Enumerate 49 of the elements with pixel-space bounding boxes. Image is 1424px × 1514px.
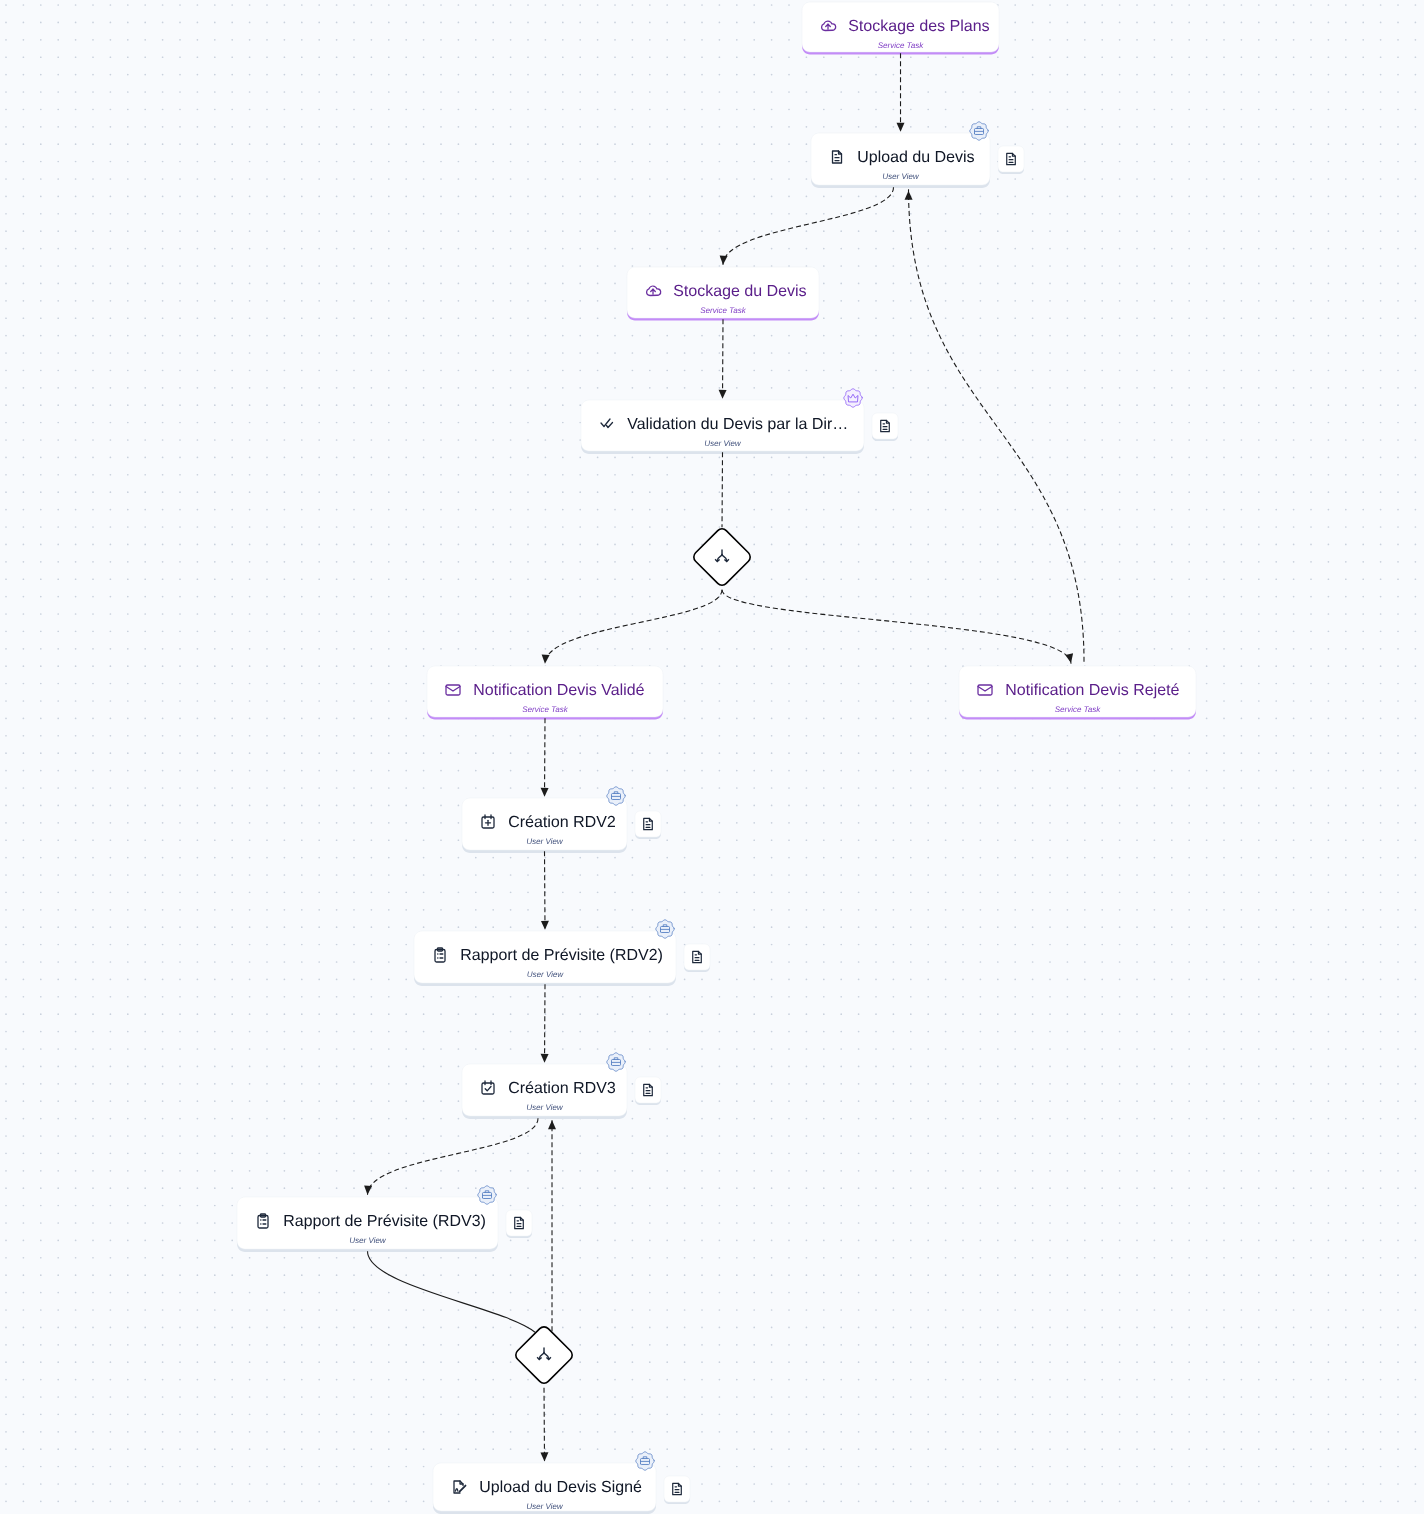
arrow <box>896 52 905 132</box>
task-type-label: Service Task <box>878 42 924 49</box>
task-box <box>810 132 991 188</box>
task-title: Upload du Devis Signé <box>480 1480 642 1496</box>
task-title: Rapport de Prévisite (RDV2) <box>461 948 662 964</box>
task-title: Upload du Devis <box>858 150 974 166</box>
task-box <box>958 665 1197 720</box>
task-title: Validation du Devis par la Dir… <box>627 417 847 433</box>
task-type-label: User View <box>526 838 564 845</box>
arrow <box>718 318 727 399</box>
task-box <box>413 930 677 986</box>
arrow <box>548 1119 556 1332</box>
arrow <box>540 983 549 1063</box>
connector-line <box>721 451 724 528</box>
task-type-label: User View <box>526 1104 564 1111</box>
arrow <box>540 850 549 930</box>
task-type-label: Service Task <box>522 706 569 713</box>
task-title: Stockage du Devis <box>673 284 806 300</box>
task-box <box>426 665 664 720</box>
task-box <box>461 1063 628 1119</box>
task-box <box>461 797 628 853</box>
task-box <box>580 399 865 454</box>
arrow <box>721 589 1074 665</box>
task-title: Notification Devis Validé <box>474 683 644 696</box>
connector-line <box>366 1250 536 1333</box>
task-title: Stockage des Plans <box>848 19 989 35</box>
task-type-label: User View <box>527 971 564 978</box>
task-title: Notification Devis Rejeté <box>1006 683 1179 699</box>
task-type-label: User View <box>526 1503 564 1510</box>
task-title: Création RDV3 <box>509 1081 616 1094</box>
task-box <box>626 266 820 321</box>
arrow <box>364 1117 539 1196</box>
arrow <box>719 186 895 266</box>
task-box <box>432 1462 657 1514</box>
task-title: Rapport de Prévisite (RDV3) <box>284 1214 485 1230</box>
gateway-diamond <box>515 1326 573 1384</box>
arrow <box>904 188 1085 663</box>
arrow <box>540 717 549 797</box>
task-type-label: User View <box>882 173 920 180</box>
arrow <box>540 1387 549 1462</box>
task-type-label: Service Task <box>1055 706 1101 713</box>
task-title: Création RDV2 <box>509 815 615 828</box>
task-box <box>801 1 1000 55</box>
gateway-diamond <box>693 528 751 586</box>
task-type-label: User View <box>349 1237 387 1244</box>
task-box <box>236 1196 499 1252</box>
task-type-label: Service Task <box>700 307 747 314</box>
task-type-label: User View <box>704 440 742 447</box>
arrow <box>541 589 723 665</box>
